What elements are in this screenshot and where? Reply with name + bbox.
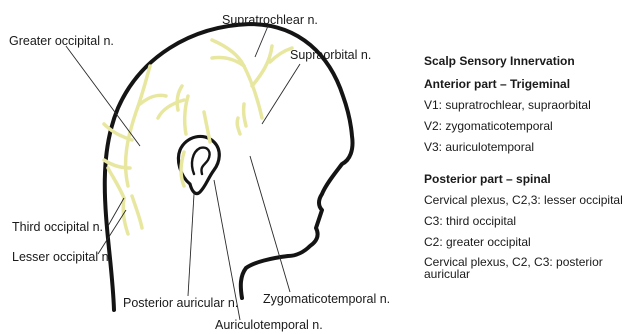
label-zygomaticotemporal: Zygomaticotemporal n. (263, 292, 390, 306)
posterior-item: Cervical plexus, C2, C3: posterior auric… (424, 256, 629, 280)
anterior-heading: Anterior part – Trigeminal (424, 77, 629, 91)
head-outline (105, 24, 353, 310)
ear-inner-icon (192, 148, 210, 174)
legend-title: Scalp Sensory Innervation (424, 54, 629, 68)
label-supraorbital: Supraorbital n. (290, 48, 371, 62)
posterior-item: C3: third occipital (424, 214, 629, 228)
label-supratrochlear: Supratrochlear n. (222, 13, 318, 27)
label-auriculotemporal: Auriculotemporal n. (215, 318, 323, 332)
anterior-item: V1: supratrochlear, supraorbital (424, 98, 629, 112)
label-greater-occipital: Greater occipital n. (9, 34, 114, 48)
anterior-item: V3: auriculotemporal (424, 140, 629, 154)
label-lesser-occipital: Lesser occipital n. (12, 250, 112, 264)
anterior-item: V2: zygomaticotemporal (424, 119, 629, 133)
legend: Scalp Sensory Innervation Anterior part … (424, 54, 629, 287)
label-posterior-auricular: Posterior auricular n. (123, 296, 238, 310)
label-third-occipital: Third occipital n. (12, 220, 103, 234)
posterior-item: C2: greater occipital (424, 235, 629, 249)
posterior-heading: Posterior part – spinal (424, 172, 629, 186)
posterior-item: Cervical plexus, C2,3: lesser occipital (424, 193, 629, 207)
